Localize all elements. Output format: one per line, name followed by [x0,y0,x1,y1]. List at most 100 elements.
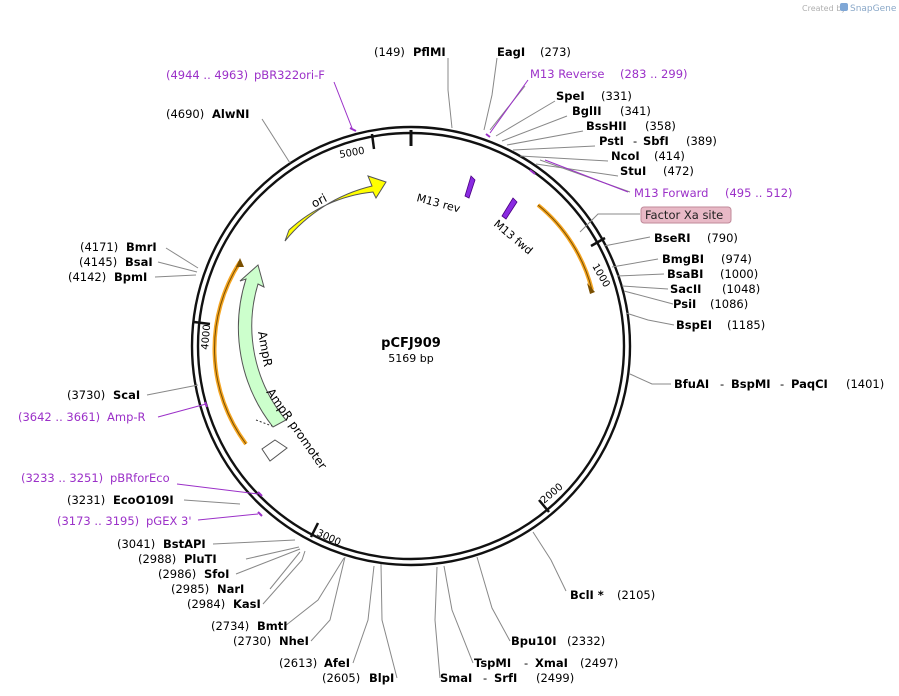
site-bspei[interactable]: BspEI [676,318,712,332]
site-smai-sep: - [483,671,487,685]
site-pluti[interactable]: PluTI [184,552,217,566]
site-sacii-pos: (1048) [722,282,760,296]
site-bfuai[interactable]: BfuAI [674,377,709,391]
site-bseri-pos: (790) [707,231,738,245]
site-afei-pos: (2613) [279,656,317,670]
primer-m13-reverse-name[interactable]: M13 Reverse [530,67,604,81]
site-bglii-pos: (341) [620,104,651,118]
site-bmri[interactable]: BmrI [126,240,157,254]
factor-xa-site[interactable]: Factor Xa site [640,206,732,224]
site-ncoi-pos: (414) [654,149,685,163]
site-stui-pos: (472) [663,164,694,178]
primer-mark-m13-forward [529,169,536,175]
site-bglii[interactable]: BglII [572,104,602,118]
primer-m13-reverse-range: (283 .. 299) [620,67,688,81]
site-psti[interactable]: PstI [599,134,624,148]
site-stui[interactable]: StuI [620,164,646,178]
primer-pbrforeco-name[interactable]: pBRforEco [110,471,170,485]
credit-prefix: Created by [802,4,846,13]
leader-pflmi [447,58,453,129]
site-scai[interactable]: ScaI [113,388,140,402]
credit-brand: SnapGene [850,4,897,14]
site-bsshii-pos: (358) [645,119,676,133]
site-alwni[interactable]: AlwNI [212,107,249,121]
primer-pbr322ori-name[interactable]: pBR322ori-F [254,68,325,82]
ori-arrow[interactable] [284,175,387,242]
site-bpu10i[interactable]: Bpu10I [511,634,556,648]
site-paqci[interactable]: PaqCI [791,377,828,391]
ampr-arrow[interactable] [237,264,287,428]
site-sbfi[interactable]: SbfI [643,134,669,148]
site-bspei-pos: (1185) [727,318,765,332]
site-psii[interactable]: PsiI [673,297,696,311]
site-blpi-pos: (2605) [322,671,360,685]
site-bseri[interactable]: BseRI [654,231,691,245]
site-bspmi[interactable]: BspMI [731,377,771,391]
m13-rev-label: M13 rev [415,191,462,215]
primer-labels: (4944 .. 4963) pBR322ori-F M13 Reverse (… [18,67,793,528]
primer-pgex3-range: (3173 .. 3195) [57,514,139,528]
primer-mark-pgex3 [257,511,263,517]
site-bsai[interactable]: BsaI [125,255,153,269]
primer-mark-m13-reverse [485,133,491,138]
site-nari[interactable]: NarI [217,582,244,596]
orf-arc-left-head [236,258,244,267]
site-pflmi[interactable]: PflMI [413,45,446,59]
primer-amp-r-range: (3642 .. 3661) [18,410,100,424]
site-bsai-pos: (4145) [79,255,117,269]
primer-pgex3-name[interactable]: pGEX 3' [146,514,192,528]
plasmid-name: pCFJ909 [381,336,441,351]
site-ecoo109i[interactable]: EcoO109I [113,493,174,507]
site-bpmi-pos: (4142) [68,270,106,284]
site-ncoi[interactable]: NcoI [611,149,640,163]
site-tspmi-sep: - [524,656,528,670]
site-smai[interactable]: SmaI [440,671,472,685]
site-eagi[interactable]: EagI [497,45,525,59]
tick-3000-mark [309,522,320,538]
orf-arc-right[interactable] [536,203,594,291]
tick-2000-mark [538,499,550,513]
primer-amp-r-name[interactable]: Amp-R [107,410,146,424]
site-sacii[interactable]: SacII [670,282,701,296]
primer-mark-pbrforeco [257,491,263,497]
backbone-outer-circle [190,125,632,567]
m13-fwd-label: M13 fwd [491,217,535,257]
site-bmgbi-pos: (974) [721,252,752,266]
snapgene-logo-icon [840,3,848,11]
site-bpmi[interactable]: BpmI [114,270,147,284]
site-nari-pos: (2985) [171,582,209,596]
site-psii-pos: (1086) [710,297,748,311]
site-bmri-pos: (4171) [80,240,118,254]
site-xmai[interactable]: XmaI [535,656,568,670]
site-tspmi[interactable]: TspMI [474,656,511,670]
factor-xa-box [640,206,732,224]
site-bstapi[interactable]: BstAPI [163,537,206,551]
site-srfi[interactable]: SrfI [494,671,517,685]
m13-rev-arrow[interactable] [464,175,476,199]
features: ori AmpR AmpR promoter M13 rev M13 fwd [204,127,595,517]
site-bmgbi[interactable]: BmgBI [662,252,704,266]
site-nhei[interactable]: NheI [279,634,309,648]
site-afei[interactable]: AfeI [324,656,350,670]
tick-5000-label: 5000 [339,146,366,161]
site-ecoo109i-pos: (3231) [67,493,105,507]
ampr-dash [255,419,273,427]
site-bsabi[interactable]: BsaBI [667,267,703,281]
site-pluti-pos: (2988) [138,552,176,566]
site-spei[interactable]: SpeI [556,89,585,103]
site-bsshii[interactable]: BssHII [586,119,627,133]
site-nhei-pos: (2730) [233,634,271,648]
site-bfuai-sep2: - [780,377,784,391]
site-pflmi-pos: (149) [374,45,405,59]
primer-mark-pbr322ori [349,127,357,132]
site-bcli[interactable]: BclI * [570,588,604,602]
site-kasi[interactable]: KasI [233,597,261,611]
site-sfoi[interactable]: SfoI [204,567,229,581]
primer-leader-lines [157,79,629,521]
site-bmti[interactable]: BmtI [257,619,288,633]
primer-m13-forward-name[interactable]: M13 Forward [634,186,708,200]
site-blpi[interactable]: BlpI [369,671,394,685]
m13-fwd-arrow[interactable] [501,197,518,220]
ampr-promoter-arrow[interactable] [261,439,288,462]
